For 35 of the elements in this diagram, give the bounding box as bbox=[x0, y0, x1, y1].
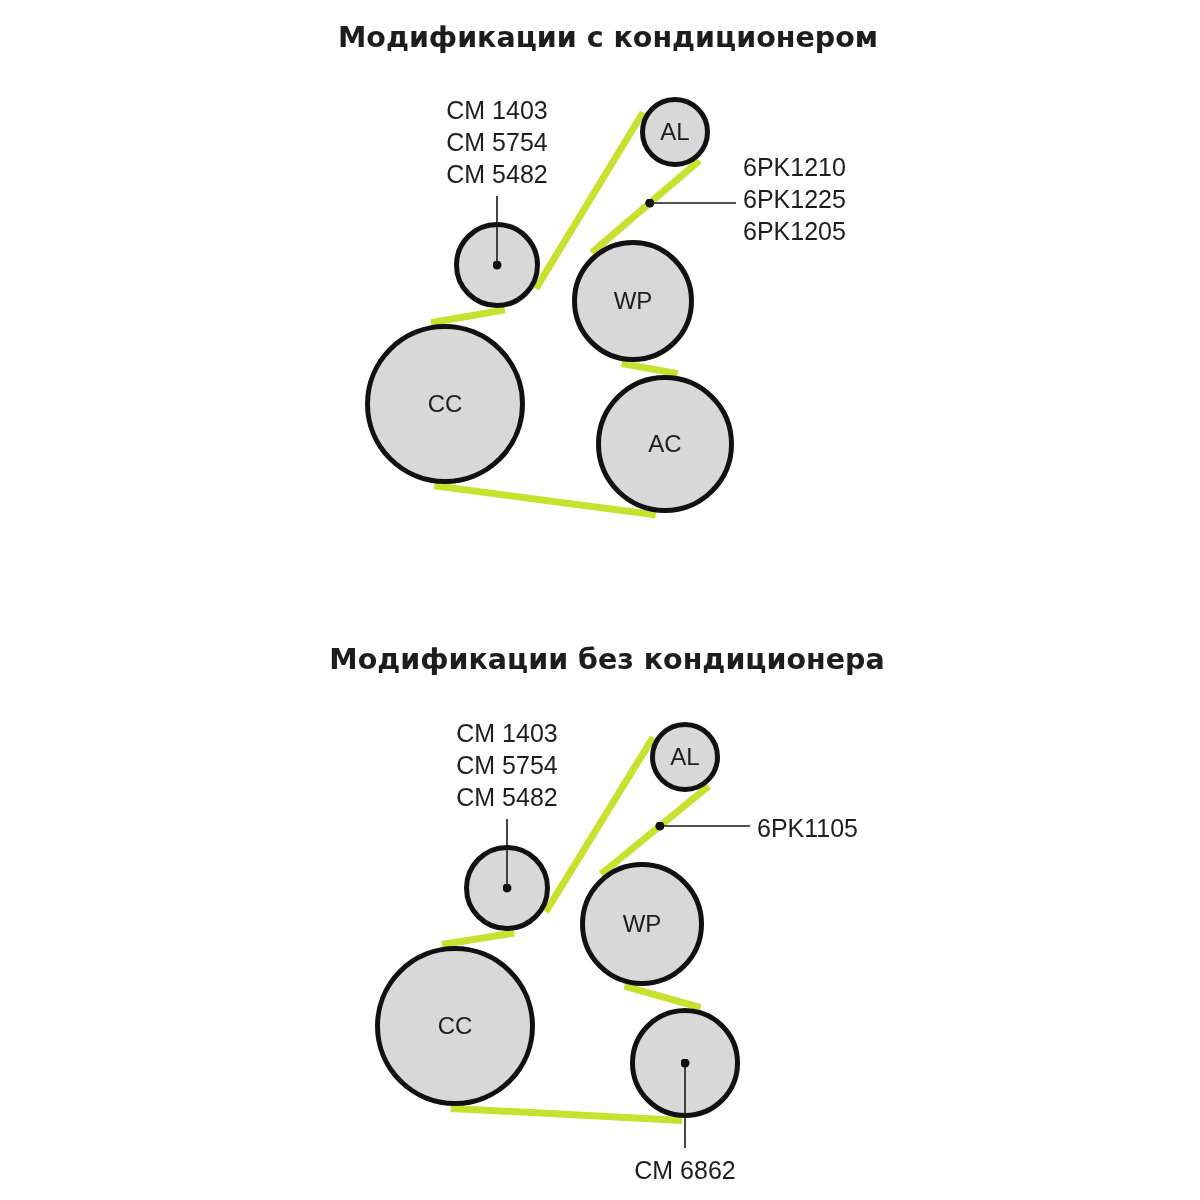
belt-segment bbox=[623, 982, 702, 1012]
belt-segment bbox=[450, 1104, 683, 1124]
section-heading: Модификации без кондиционера bbox=[329, 642, 885, 678]
pulley-label: WP bbox=[622, 912, 662, 936]
part-number: 6PK1205 bbox=[743, 216, 846, 247]
leader-line bbox=[492, 195, 502, 270]
pulley-label: AC bbox=[648, 432, 682, 456]
pulley-label: CC bbox=[437, 1014, 473, 1038]
pulley-label: CC bbox=[427, 392, 463, 416]
part-number: 6PK1225 bbox=[743, 184, 846, 215]
part-number: CM 1403 bbox=[456, 718, 558, 749]
belt-segment bbox=[441, 929, 515, 948]
part-number: 6PK1210 bbox=[743, 152, 846, 183]
leader-line bbox=[655, 821, 751, 831]
leader-line bbox=[645, 198, 737, 208]
belt-segment bbox=[621, 360, 679, 378]
leader-line bbox=[680, 1058, 690, 1149]
part-number: 6PK1105 bbox=[757, 813, 858, 844]
belt-segment bbox=[430, 306, 506, 327]
belt-segment bbox=[542, 735, 657, 914]
section-heading: Модификации с кондиционером bbox=[337, 20, 879, 56]
pulley-label: AL bbox=[670, 745, 700, 769]
belt-segment bbox=[532, 110, 646, 291]
part-number: CM 5754 bbox=[456, 750, 558, 781]
part-number: CM 5754 bbox=[446, 127, 548, 158]
part-number: CM 5482 bbox=[446, 159, 548, 190]
pulley-label: WP bbox=[613, 289, 653, 313]
belt-segment bbox=[433, 482, 657, 519]
pulley-label: AL bbox=[660, 120, 690, 144]
leader-line bbox=[502, 818, 512, 893]
part-number: CM 1403 bbox=[446, 95, 548, 126]
part-number: CM 5482 bbox=[456, 782, 558, 813]
belt-segment bbox=[589, 157, 702, 256]
belt-segment bbox=[598, 783, 711, 877]
part-number: CM 6862 bbox=[634, 1155, 736, 1186]
